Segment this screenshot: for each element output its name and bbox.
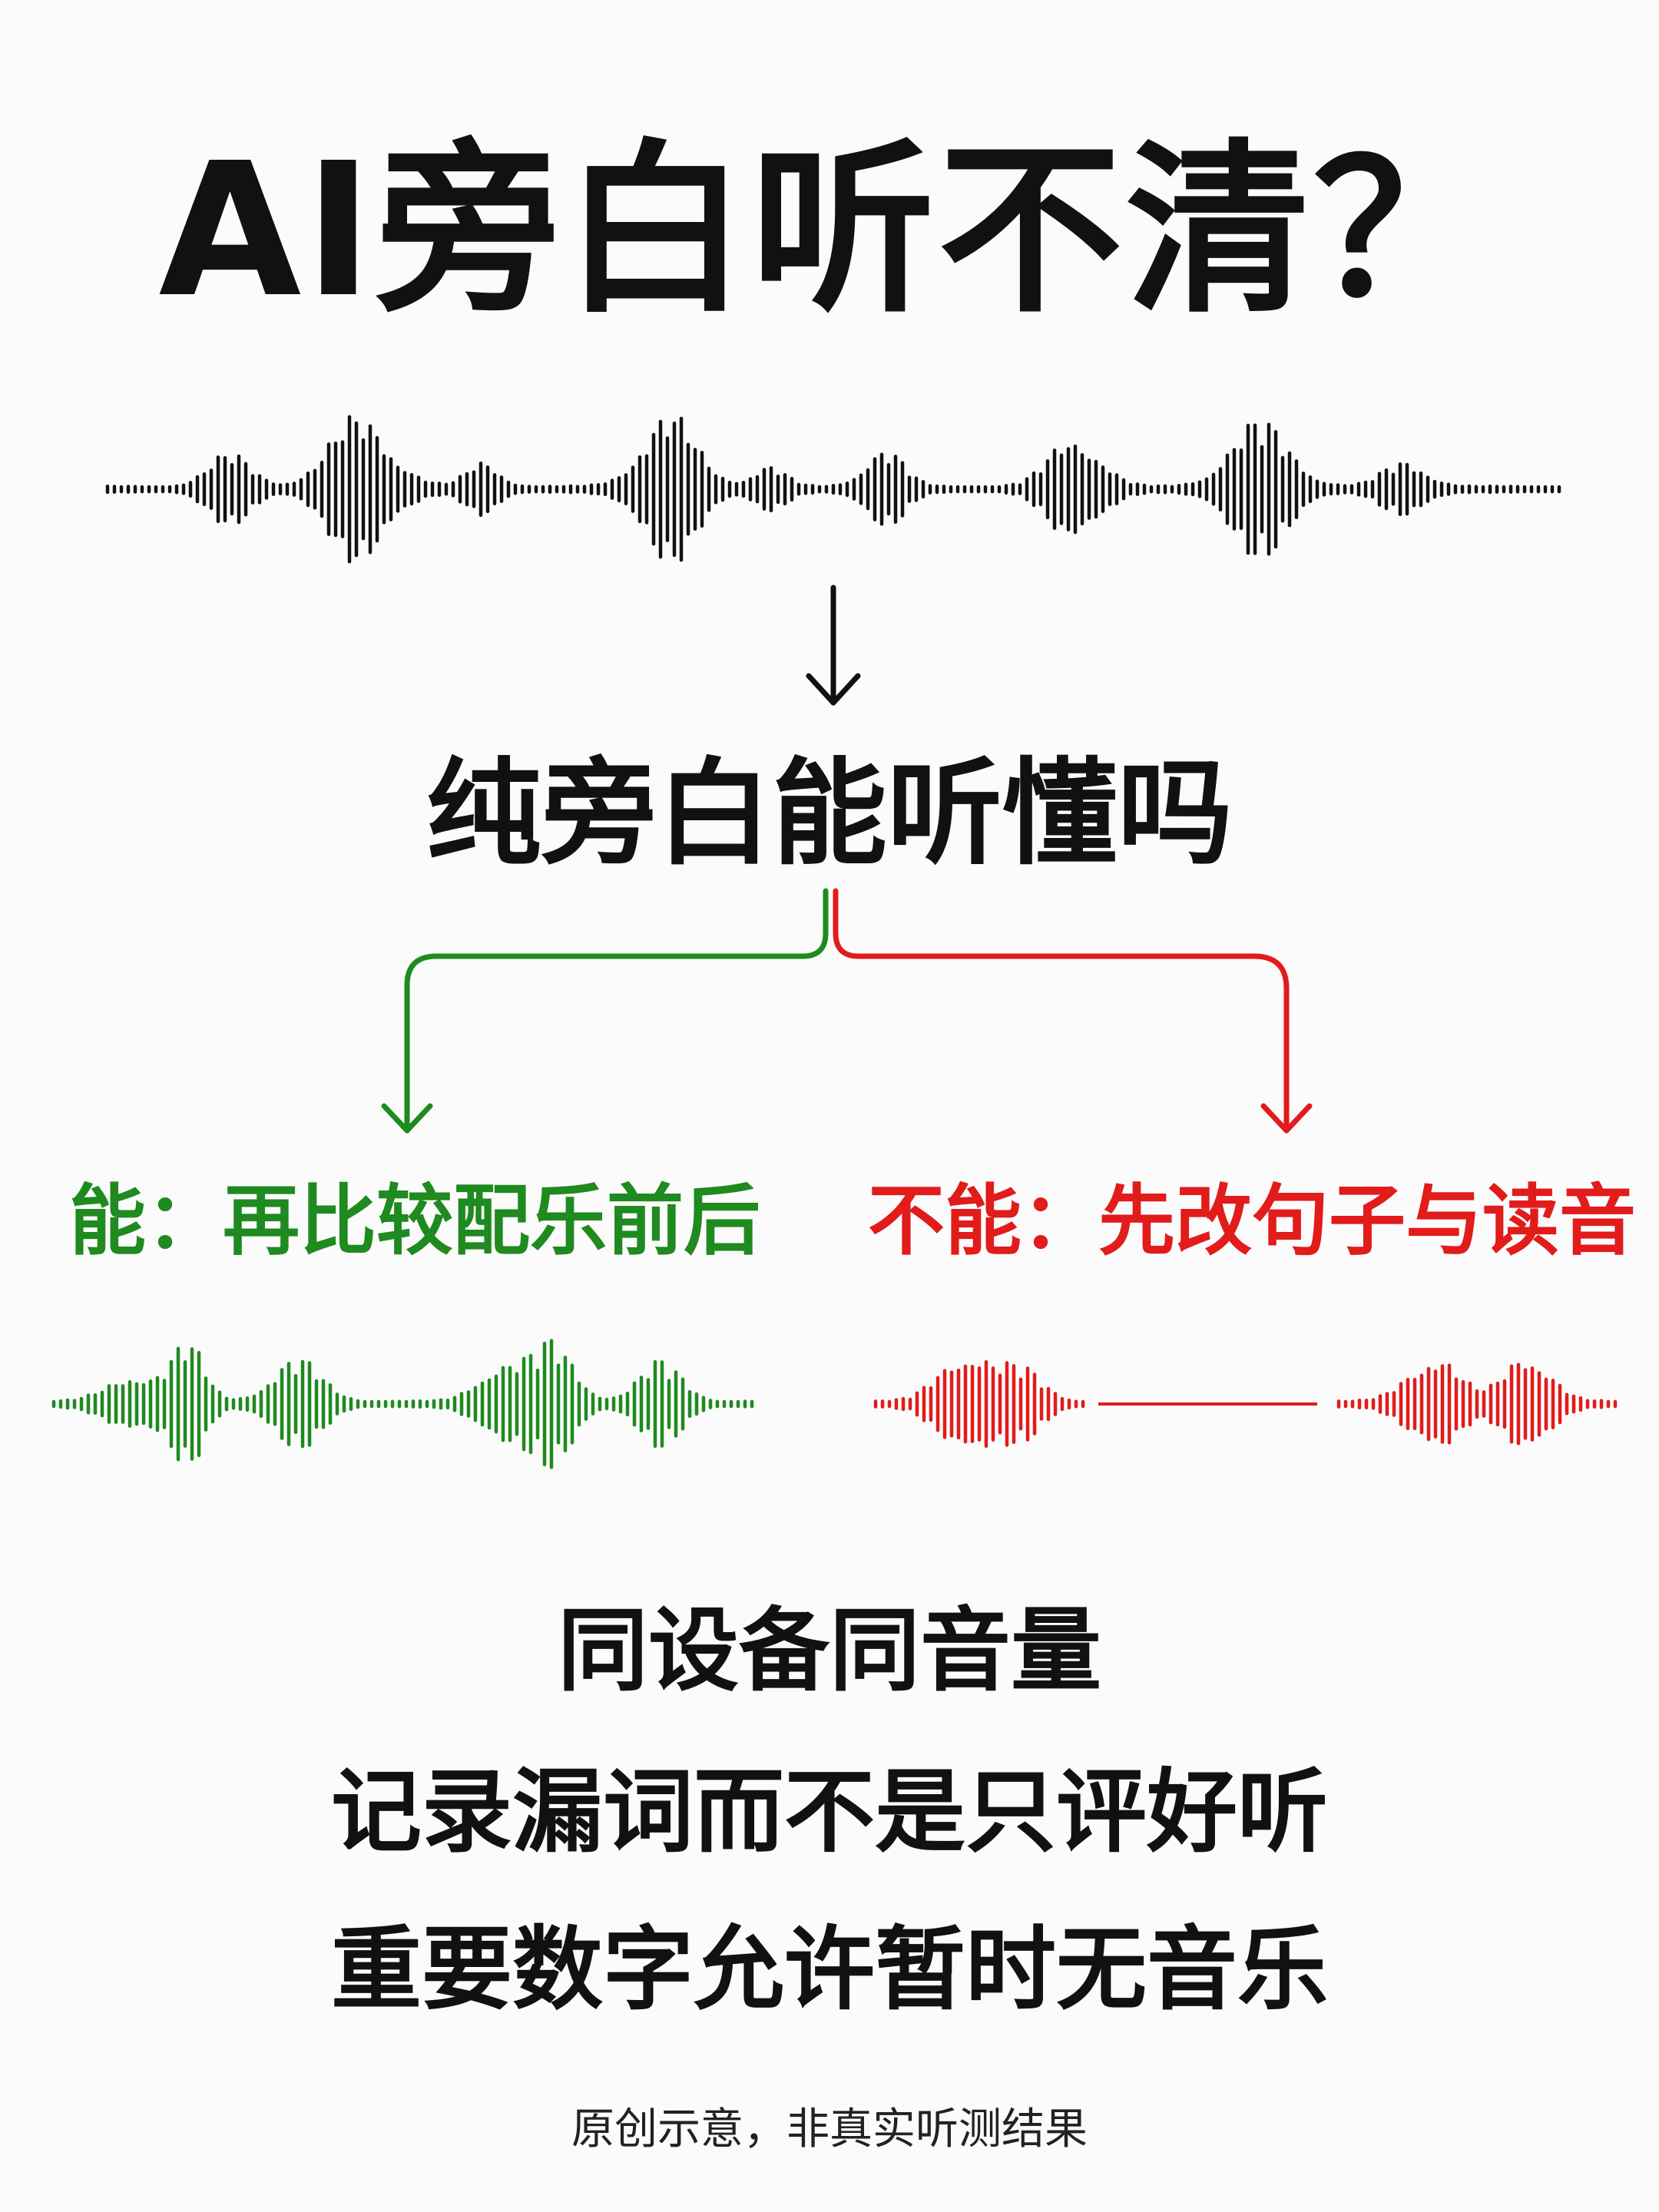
footnote: 原创示意，非真实听测结果 — [571, 2104, 1088, 2154]
tip-record-missed-words: 记录漏词而不是只评好听 — [330, 1759, 1328, 1865]
question: 纯旁白能听懂吗 — [426, 747, 1233, 881]
tip-numbers-without-music: 重要数字允许暂时无音乐 — [330, 1916, 1328, 2022]
yes-waveform-icon — [51, 1339, 754, 1469]
no-branch-connector — [833, 888, 1313, 1134]
yes-arrow-down-icon — [381, 1103, 433, 1134]
tip-same-device-volume: 同设备同音量 — [557, 1598, 1101, 1704]
title: AI旁白听不清？ — [158, 123, 1501, 338]
main-arrow-down-icon — [806, 584, 861, 706]
no-waveform-icon — [873, 1359, 1618, 1449]
yes-branch-connector — [381, 888, 829, 1134]
no-arrow-down-icon — [1260, 1103, 1313, 1134]
main-waveform-icon — [105, 415, 1561, 564]
branch-no-label: 不能：先改句子与读音 — [868, 1176, 1636, 1266]
branch-yes-label: 能：再比较配乐前后 — [69, 1176, 760, 1266]
